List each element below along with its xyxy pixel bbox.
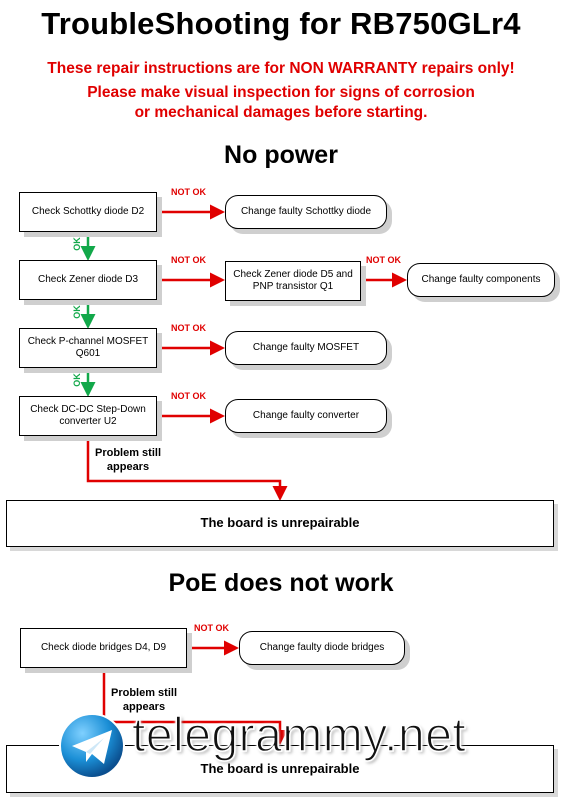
fix-box-mosfet: Change faulty MOSFET [225,331,387,365]
section-heading-no-power: No power [224,141,338,169]
check-box-d5-q1: Check Zener diode D5 and PNP transistor … [225,261,361,301]
ok-label: OK [71,237,82,251]
check-box-d2: Check Schottky diode D2 [19,192,157,232]
check-box-u2: Check DC-DC Step-Down converter U2 [19,396,157,436]
not-ok-label: NOT OK [171,187,206,197]
check-box-diode-bridges: Check diode bridges D4, D9 [20,628,187,668]
fix-box-components: Change faulty components [407,263,555,297]
check-box-d3: Check Zener diode D3 [19,260,157,300]
fix-box-converter: Change faulty converter [225,399,387,433]
not-ok-label: NOT OK [171,323,206,333]
not-ok-label: NOT OK [194,623,229,633]
arrow-u2-final [86,438,288,501]
arrow-poe-final [102,668,288,745]
not-ok-label: NOT OK [171,255,206,265]
problem-still-label: Problem still appears [106,687,182,715]
fix-box-schottky: Change faulty Schottky diode [225,195,387,229]
ok-label: OK [71,373,82,387]
fix-box-diode-bridges: Change faulty diode bridges [239,631,405,665]
ok-label: OK [71,305,82,319]
not-ok-label: NOT OK [366,255,401,265]
warning-line-1: These repair instructions are for NON WA… [47,60,515,77]
warning-line-3: or mechanical damages before starting. [134,104,428,121]
check-box-q601: Check P-channel MOSFET Q601 [19,328,157,368]
paper-plane-icon [59,713,125,779]
final-box-unrepairable: The board is unrepairable [6,500,554,547]
page-title: TroubleShooting for RB750GLr4 [41,6,521,41]
not-ok-label: NOT OK [171,391,206,401]
section-heading-poe: PoE does not work [168,569,394,597]
warning-line-2: Please make visual inspection for signs … [87,84,475,101]
watermark-text: telegrammy.net [131,708,467,763]
problem-still-label: Problem still appears [92,447,164,475]
